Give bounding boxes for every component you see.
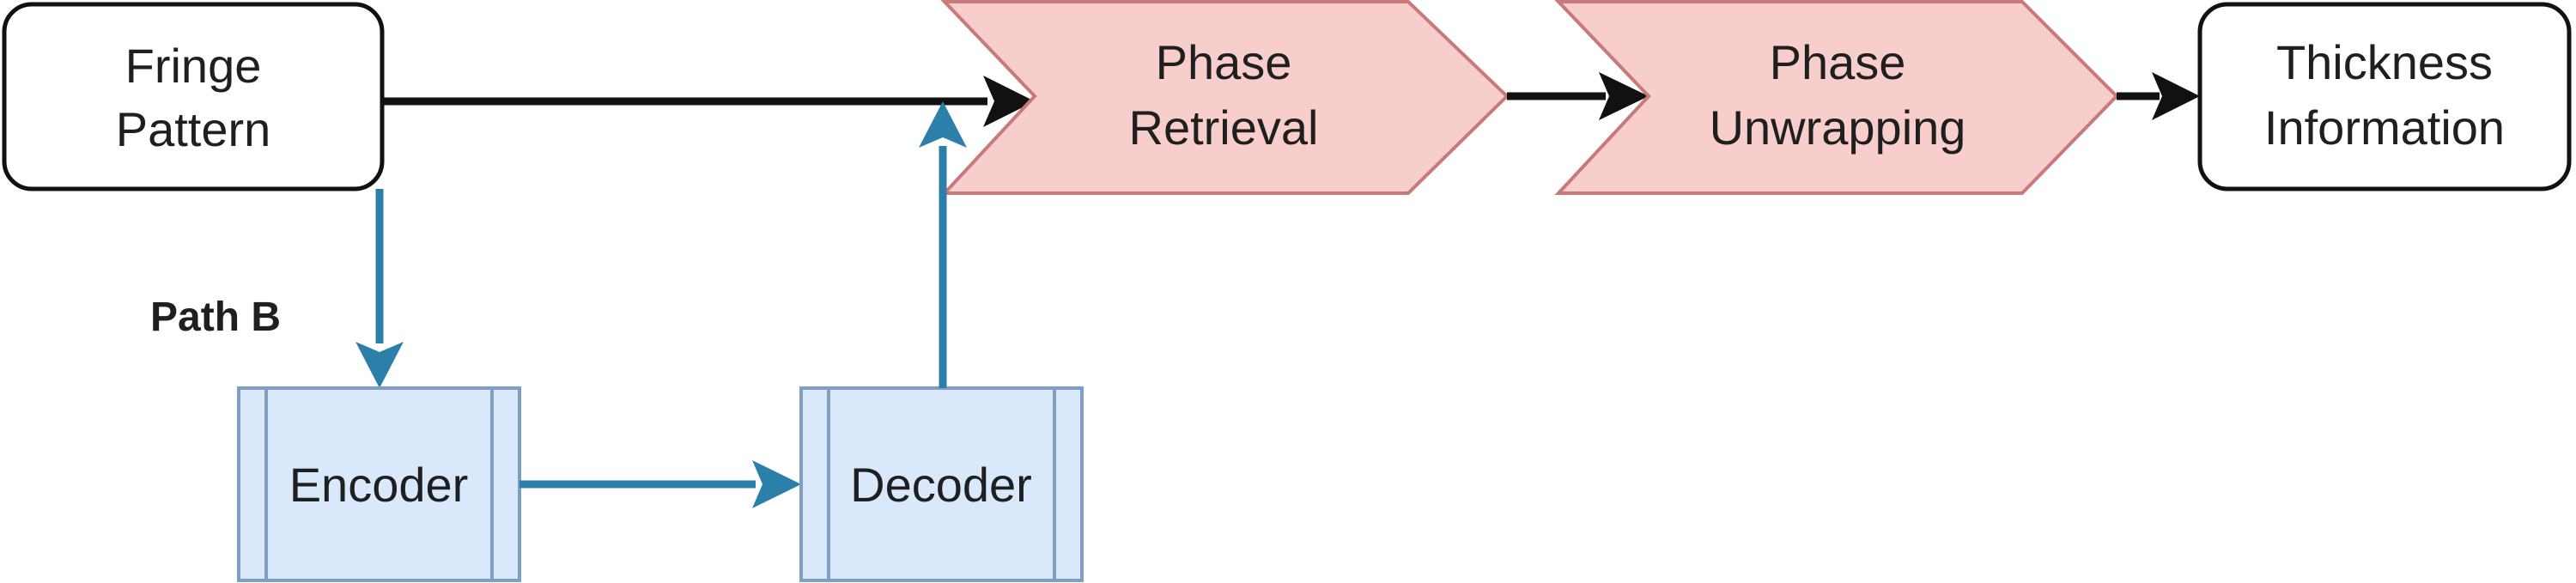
thickness-information-label-line1: Thickness xyxy=(2276,35,2493,89)
phase-retrieval-label-line2: Retrieval xyxy=(1129,100,1319,155)
encoder-node: Encoder xyxy=(237,386,521,582)
encoder-label: Encoder xyxy=(289,458,469,512)
edge-encoder-to-decoder xyxy=(519,460,801,508)
fringe-pattern-label-line1: Fringe xyxy=(125,39,262,93)
fringe-pattern-node: Fringe Pattern xyxy=(2,2,385,191)
phase-unwrapping-label-line1: Phase xyxy=(1770,35,1906,89)
phase-unwrapping-node: Phase Unwrapping xyxy=(1554,0,2119,195)
edge-decoder-to-retrieval xyxy=(919,101,967,388)
edge-fringe-to-retrieval xyxy=(382,76,1035,127)
phase-unwrapping-label-line2: Unwrapping xyxy=(1710,100,1966,155)
edge-retrieval-to-unwrapping xyxy=(1507,72,1649,120)
edge-unwrapping-to-thickness xyxy=(2117,72,2200,120)
decoder-label: Decoder xyxy=(850,458,1032,512)
thickness-information-label-line2: Information xyxy=(2264,100,2505,155)
fringe-pattern-label-line2: Pattern xyxy=(116,102,271,156)
thickness-information-node: Thickness Information xyxy=(2197,2,2572,191)
edge-path-b-to-encoder xyxy=(355,189,404,388)
path-b-label: Path B xyxy=(150,295,281,340)
phase-retrieval-node: Phase Retrieval xyxy=(940,0,1510,195)
decoder-node: Decoder xyxy=(799,386,1084,582)
phase-retrieval-label-line1: Phase xyxy=(1156,35,1292,89)
